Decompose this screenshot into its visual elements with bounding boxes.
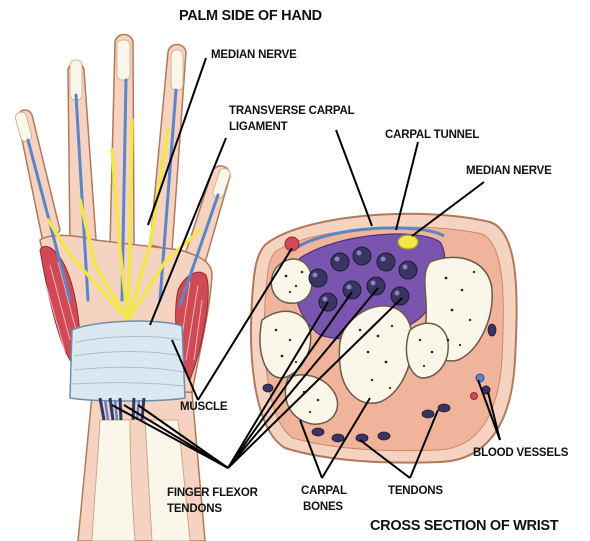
carpal-bones-label-line2: BONES [303, 500, 343, 514]
radius-bone [92, 420, 135, 541]
transverse-carpal-ligament [70, 321, 185, 401]
median-nerve-hand-label: MEDIAN NERVE [211, 48, 297, 62]
carpal-tunnel-label: CARPAL TUNNEL [385, 128, 479, 142]
transverse-carpal-label-line1: TRANSVERSE CARPAL [229, 104, 354, 118]
palm-hand-illustration [14, 35, 231, 541]
muscle-label: MUSCLE [180, 400, 227, 414]
cross-section-title: CROSS SECTION OF WRIST [370, 518, 558, 535]
transverse-carpal-label-line2: LIGAMENT [229, 120, 287, 134]
tendons-label: TENDONS [388, 484, 443, 498]
median-nerve-cross-section [398, 235, 418, 249]
carpal-bones-label-line1: CARPAL [301, 484, 347, 498]
finger-flexor-label-line1: FINGER FLEXOR [167, 486, 258, 500]
median-nerve-cross-label: MEDIAN NERVE [466, 164, 552, 178]
palm-side-title: PALM SIDE OF HAND [179, 8, 322, 25]
blood-vessels-label: BLOOD VESSELS [473, 446, 568, 460]
finger-flexor-label-line2: TENDONS [167, 502, 222, 516]
